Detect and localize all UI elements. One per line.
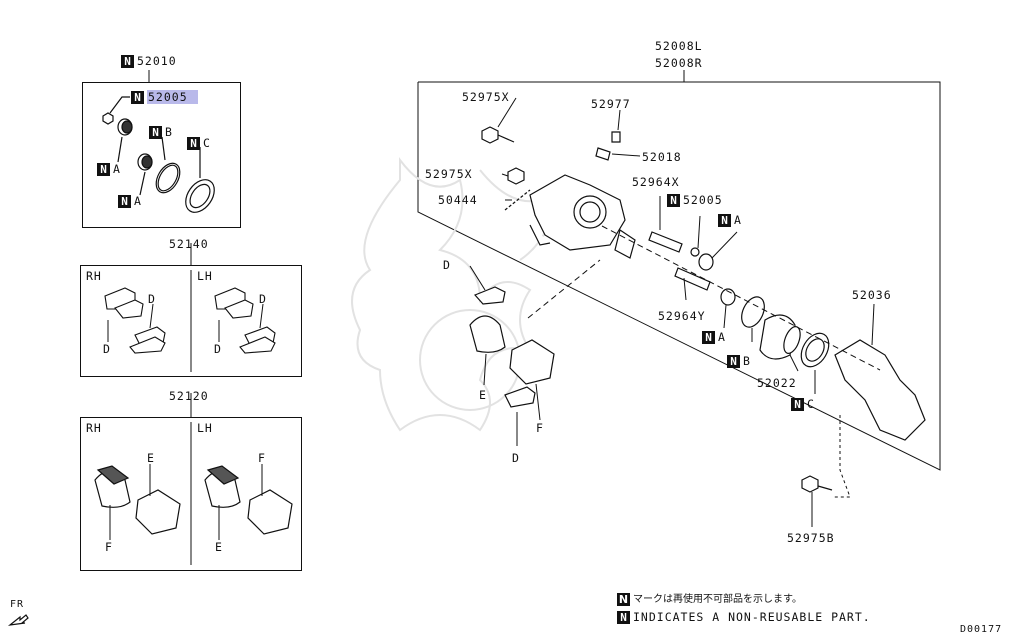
part-52964x[interactable]: 52964X — [632, 175, 680, 189]
hardware-rh-label: RH — [86, 269, 102, 283]
hw-letter-d-2: D — [103, 342, 111, 356]
fr-arrow-icon — [7, 614, 29, 626]
caliper-letter-e: E — [479, 388, 487, 402]
part-52975x-b[interactable]: 52975X — [425, 167, 473, 181]
part-50444[interactable]: 50444 — [438, 193, 478, 207]
n-square-icon: N — [118, 195, 131, 208]
part-52036[interactable]: 52036 — [852, 288, 892, 302]
fr-label: FR — [10, 599, 25, 610]
n-square-icon: N — [718, 214, 731, 227]
seal-kit-box — [82, 82, 241, 228]
n-square-icon: N — [121, 55, 134, 68]
pad-letter-e-2: E — [215, 540, 223, 554]
n-square-icon: N — [97, 163, 110, 176]
n-square-icon: N — [149, 126, 162, 139]
n-square-icon: N — [727, 355, 740, 368]
part-52977[interactable]: 52977 — [591, 97, 631, 111]
caliper-letter-d-2: D — [512, 451, 520, 465]
part-52964y[interactable]: 52964Y — [658, 309, 706, 323]
n-square-icon: N — [667, 194, 680, 207]
hw-letter-d-1: D — [148, 292, 156, 306]
n-square-icon: N — [702, 331, 715, 344]
caliper-letter-f: F — [536, 421, 544, 435]
pad-kit-pads — [94, 465, 293, 535]
n-square-icon: N — [187, 137, 200, 150]
n-square-icon: N — [791, 398, 804, 411]
pad-lh-label: LH — [197, 421, 213, 435]
pad-kit-label[interactable]: 52120 — [169, 389, 209, 403]
n-square-icon: N — [617, 593, 630, 606]
part-52975b[interactable]: 52975B — [787, 531, 835, 545]
seal-kit-parts — [102, 96, 215, 213]
caliper-number-r[interactable]: 52008R — [655, 56, 703, 70]
hardware-kit-label[interactable]: 52140 — [169, 237, 209, 251]
pad-rh-label: RH — [86, 421, 102, 435]
part-52018[interactable]: 52018 — [642, 150, 682, 164]
caliper-frame — [417, 81, 941, 471]
n-square-icon: N — [617, 611, 630, 624]
part-52975x-a[interactable]: 52975X — [462, 90, 510, 104]
hw-letter-d-3: D — [259, 292, 267, 306]
part-52022[interactable]: 52022 — [757, 376, 797, 390]
diagram-code: D00177 — [960, 624, 1003, 635]
hardware-clips — [104, 287, 276, 354]
hardware-lh-label: LH — [197, 269, 213, 283]
pad-kit-box — [80, 417, 302, 571]
hw-letter-d-4: D — [214, 342, 222, 356]
pad-letter-f-2: F — [258, 451, 266, 465]
pad-letter-e-1: E — [147, 451, 155, 465]
caliper-number-l[interactable]: 52008L — [655, 39, 703, 53]
caliper-letter-d: D — [443, 258, 451, 272]
pad-letter-f-1: F — [105, 540, 113, 554]
n-square-icon: N — [131, 91, 144, 104]
hardware-kit-box — [80, 265, 302, 377]
